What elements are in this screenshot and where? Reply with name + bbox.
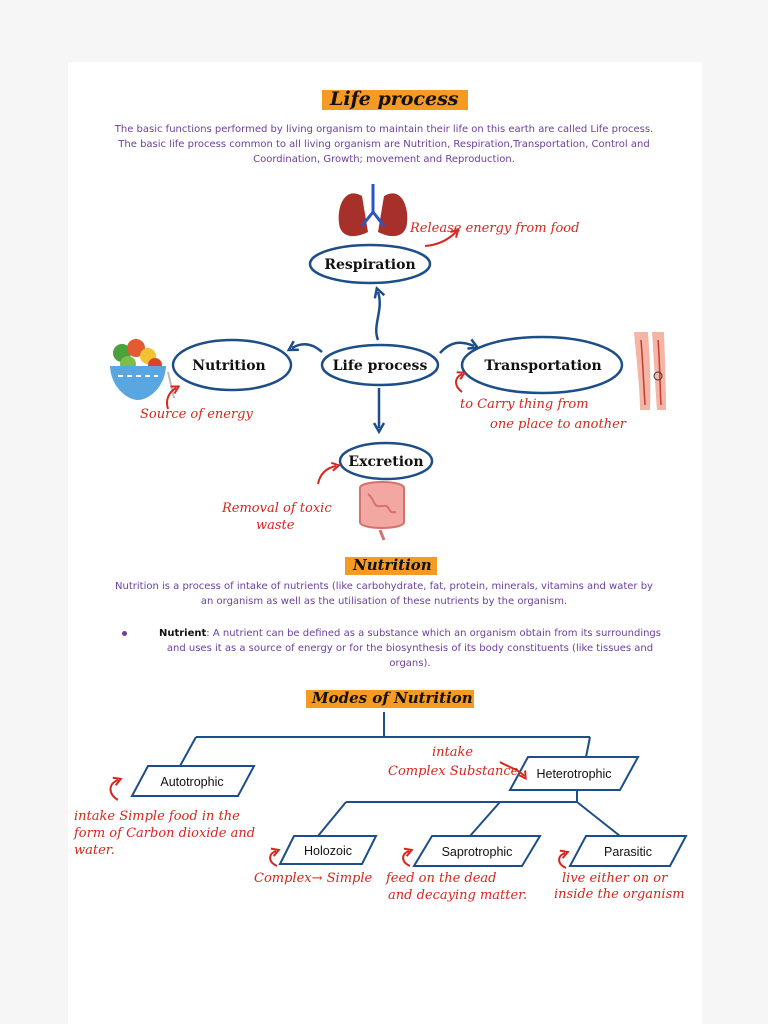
nutrition-note-arrow — [166, 385, 181, 410]
nutrient-term: Nutrient — [158, 628, 207, 639]
transport-note-line2: one place to another — [490, 417, 627, 432]
bullet-text: : A nutrient can be defined as a substan… — [206, 628, 661, 639]
connector-to-autotrophic — [179, 736, 197, 767]
life-process-center-label: Life process — [333, 358, 428, 374]
respiration-note: Release energy from food — [409, 221, 579, 236]
lungs-icon — [338, 184, 408, 237]
parasitic-note-line2: inside the organism — [554, 887, 685, 902]
nutrition-note: Source of energy — [140, 407, 253, 422]
auto-note-arrow — [109, 776, 123, 801]
page-title: Life process — [330, 88, 459, 110]
nutrition-title-highlight — [345, 557, 437, 575]
intro-line: The basic life process common to all liv… — [118, 139, 650, 150]
holozoic-label: Holozoic — [304, 844, 352, 858]
life-process-center-node — [320, 343, 440, 387]
transport-note-line1: to Carry thing from — [460, 397, 589, 412]
autotrophic-box — [130, 765, 256, 797]
nutrition-definition: Nutrition is a process of intake of nutr… — [84, 579, 684, 609]
parasitic-label: Parasitic — [604, 845, 652, 859]
definition-line: an organism as well as the utilisation o… — [200, 596, 568, 607]
intestine-icon — [359, 481, 405, 541]
respiration-label: Respiration — [324, 257, 415, 273]
connector-to-parasitic — [576, 801, 621, 837]
transportation-node — [460, 335, 624, 395]
modes-title-highlight — [306, 690, 474, 708]
intro-line: Coordination, Growth; movement and Repro… — [253, 154, 515, 165]
hetero-note-line2: Complex Substance — [388, 764, 519, 779]
parasitic-note-arrow — [558, 849, 570, 869]
autotrophic-label: Autotrophic — [160, 775, 223, 789]
connector-to-saprotrophic — [469, 801, 501, 837]
holozoic-note-arrow — [269, 847, 281, 867]
connector-to-holozoic — [317, 801, 347, 837]
nutrient-bullet-dot — [122, 631, 127, 636]
respiration-node — [308, 243, 432, 285]
heterotrophic-label: Heterotrophic — [536, 767, 611, 781]
bullet-line: organs). — [389, 658, 431, 669]
nutrient-bullet: Nutrient: A nutrient can be defined as a… — [140, 626, 680, 671]
respiration-note-arrow — [424, 228, 460, 247]
saprotrophic-label: Saprotrophic — [442, 845, 513, 859]
modes-title: Modes of Nutrition — [312, 689, 473, 707]
auto-note-line3: water. — [74, 843, 115, 858]
arrow-to-transportation — [439, 338, 480, 354]
holozoic-note: Complex→ Simple — [254, 871, 373, 886]
transportation-label: Transportation — [484, 358, 601, 374]
excretion-label: Excretion — [348, 454, 423, 470]
auto-note-line1: intake Simple food in the — [74, 809, 240, 824]
sapro-note-arrow — [402, 847, 414, 867]
title-highlight — [322, 90, 468, 110]
transport-note-arrow — [455, 371, 467, 393]
arrow-to-nutrition — [286, 340, 323, 353]
holozoic-box — [278, 835, 378, 865]
parasitic-note-line1: live either on or — [562, 871, 668, 886]
salad-bowl-icon — [110, 339, 175, 400]
excretion-note-line2: waste — [256, 518, 295, 533]
auto-note-line2: form of Carbon dioxide and — [73, 826, 255, 841]
hetero-note-line1: intake — [432, 745, 473, 760]
nutrition-node — [171, 338, 293, 392]
intro-text: The basic functions performed by living … — [80, 122, 688, 167]
arrow-to-respiration — [373, 286, 386, 341]
nutrition-label: Nutrition — [192, 358, 265, 374]
connector-to-heterotrophic — [585, 736, 591, 758]
parasitic-box — [568, 835, 688, 867]
nutrition-title: Nutrition — [353, 556, 432, 574]
heterotrophic-box — [508, 756, 640, 791]
excretion-note-arrow — [317, 461, 341, 485]
sapro-note-line1: feed on the dead — [385, 871, 497, 886]
excretion-node — [338, 441, 434, 481]
bullet-line: and uses it as a source of energy or for… — [166, 643, 654, 654]
bullet-line: Nutrient: A nutrient can be defined as a… — [140, 626, 680, 641]
intro-line: The basic functions performed by living … — [114, 124, 654, 135]
excretion-note-line1: Removal of toxic — [221, 501, 332, 516]
definition-line: Nutrition is a process of intake of nutr… — [115, 581, 653, 592]
saprotrophic-box — [412, 835, 542, 867]
sapro-note-line2: and decaying matter. — [388, 888, 527, 903]
blood-vessels-legs-icon — [634, 332, 666, 410]
hetero-note-arrow — [499, 761, 527, 781]
